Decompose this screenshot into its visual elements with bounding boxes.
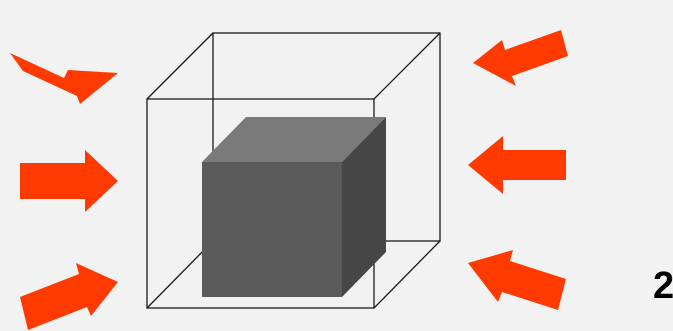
outer-cube-edge bbox=[373, 32, 441, 100]
page-number: 2 bbox=[653, 265, 673, 307]
outer-cube-edge bbox=[146, 32, 214, 100]
arrow-icon bbox=[20, 150, 118, 212]
inner-cube-top-face bbox=[202, 117, 386, 162]
arrow-icon bbox=[20, 263, 118, 330]
arrow-icon bbox=[468, 136, 566, 194]
inner-cube-front-face bbox=[202, 162, 342, 297]
inner-cube-side-face bbox=[342, 117, 386, 297]
arrow-icon bbox=[473, 30, 568, 86]
arrow-icon bbox=[10, 53, 118, 104]
arrow-icon bbox=[468, 250, 566, 310]
inner-solid-cube bbox=[202, 117, 386, 297]
outer-cube-edge bbox=[373, 240, 441, 309]
